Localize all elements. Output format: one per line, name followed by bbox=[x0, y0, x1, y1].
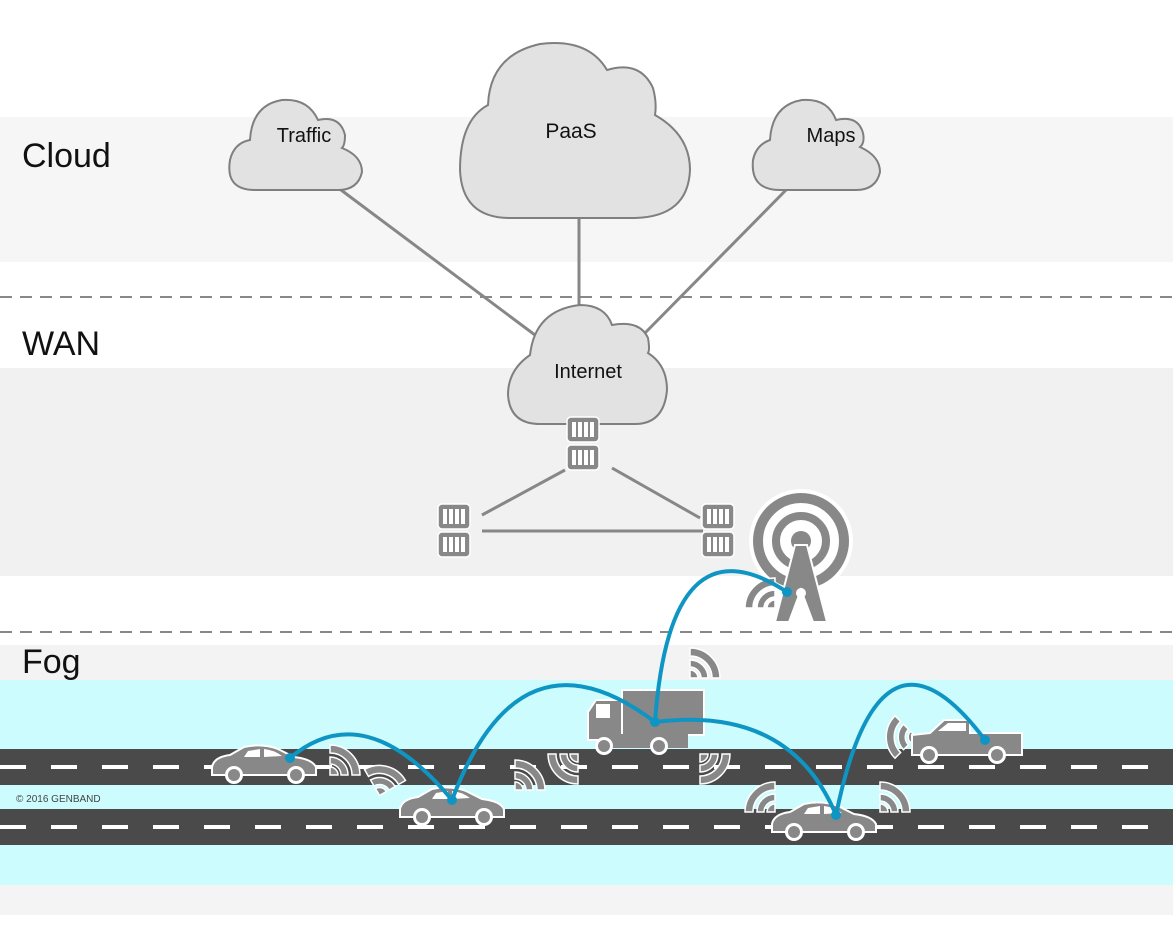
tier-label-fog: Fog bbox=[22, 643, 81, 681]
maps-cloud: Maps bbox=[751, 98, 882, 191]
v2v-link-sportscar-sedan bbox=[288, 732, 454, 802]
traffic-cloud-label: Traffic bbox=[277, 125, 331, 147]
v2v-link-sedan-truck bbox=[450, 683, 657, 801]
maps-internet-link bbox=[643, 188, 788, 335]
internet-cloud-label: Internet bbox=[554, 361, 622, 383]
tier-label-cloud: Cloud bbox=[22, 137, 111, 175]
v2x-endpoints bbox=[285, 587, 990, 820]
fog-tier-header-band bbox=[0, 645, 1173, 685]
wan-link-left bbox=[481, 468, 566, 517]
tier-label-wan: WAN bbox=[22, 325, 101, 363]
paas-cloud-label: PaaS bbox=[545, 120, 596, 143]
internet-cloud: Internet bbox=[506, 303, 669, 425]
v2v-link-truck-sedan-right bbox=[654, 717, 838, 816]
road-lower bbox=[0, 809, 1173, 845]
maps-cloud-label: Maps bbox=[807, 125, 856, 147]
v2i-link-truck-tower bbox=[653, 569, 789, 723]
v2x-links bbox=[288, 569, 987, 816]
paas-cloud: PaaS bbox=[458, 42, 692, 219]
fog-bottom-band bbox=[0, 885, 1173, 915]
cell-tower-icon bbox=[749, 489, 853, 623]
wan-link-right bbox=[611, 466, 701, 520]
traffic-internet-link bbox=[328, 179, 536, 337]
copyright-text: © 2016 GENBAND bbox=[16, 794, 101, 805]
v2v-link-sedan-pickup bbox=[834, 682, 987, 816]
traffic-cloud: Traffic bbox=[228, 98, 364, 191]
truck-icon bbox=[587, 689, 705, 755]
pickup-truck-icon bbox=[911, 719, 1023, 764]
